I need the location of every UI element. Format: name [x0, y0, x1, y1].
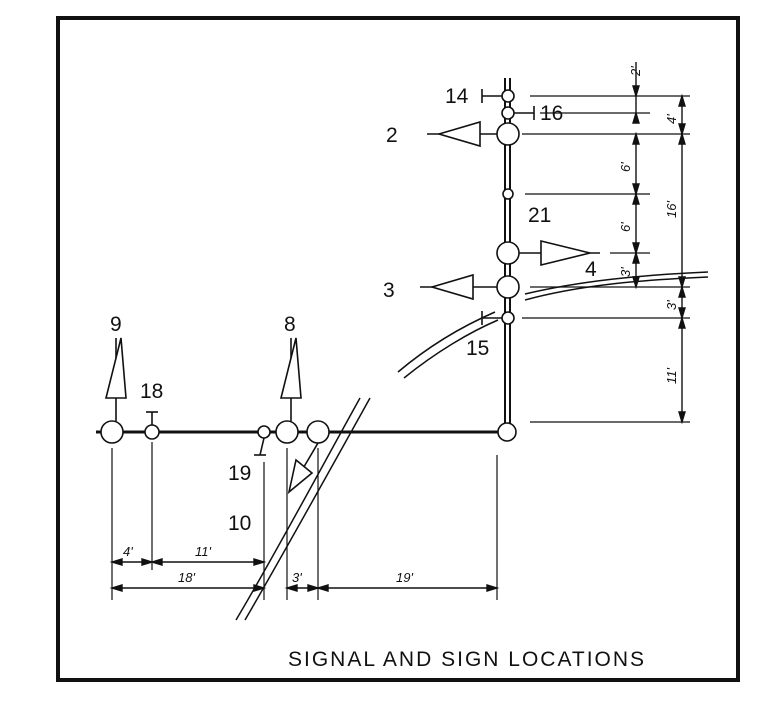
arrow-8-icon	[279, 337, 302, 421]
signal-head-8	[275, 420, 299, 444]
sign-tick-19	[254, 437, 266, 456]
label-18: 18	[140, 380, 163, 403]
label-19: 19	[228, 462, 251, 485]
dim-19ft-horizontal: 19'	[396, 570, 413, 585]
label-21: 21	[528, 204, 551, 227]
sign-tick-18	[146, 411, 158, 425]
dim-6ft-upper: 6'	[618, 162, 633, 172]
dim-18ft-horizontal: 18'	[178, 570, 195, 585]
sign-tick-16	[514, 106, 535, 120]
sign-tick-14	[481, 89, 502, 103]
dim-4ft-vertical: 4'	[664, 114, 679, 124]
signal-head-14	[501, 89, 515, 103]
corner-pole	[497, 422, 517, 442]
label-15: 15	[466, 337, 489, 360]
signal-head-21	[502, 188, 514, 200]
horizontal-dimension-lines	[109, 558, 500, 592]
label-14: 14	[445, 85, 469, 108]
dim-2ft: 2'	[628, 66, 643, 77]
arrow-10-icon	[287, 442, 319, 495]
dim-11ft-vertical: 11'	[664, 368, 679, 384]
dim-6ft-lower: 6'	[618, 222, 633, 232]
label-2: 2	[386, 124, 398, 147]
road-curves	[235, 271, 709, 621]
label-10: 10	[228, 512, 251, 535]
dim-3ft-lower: 3'	[664, 300, 679, 310]
label-4: 4	[585, 258, 597, 281]
dimension-witness-lines	[111, 95, 690, 600]
dim-11ft-horizontal: 11'	[195, 544, 211, 559]
signal-head-9	[100, 420, 124, 444]
signal-head-4	[496, 241, 520, 265]
arrow-2-icon	[427, 120, 497, 148]
label-8: 8	[284, 313, 296, 336]
drawing-title: SIGNAL AND SIGN LOCATIONS	[288, 648, 646, 671]
dim-3ft-upper: 3'	[618, 267, 633, 277]
drawing-border	[56, 16, 740, 682]
vertical-dimension-lines	[632, 62, 686, 425]
label-16: 16	[540, 102, 563, 125]
dim-16ft: 16'	[664, 201, 679, 218]
arrow-9-icon	[104, 337, 127, 421]
label-9: 9	[110, 313, 122, 336]
dim-4ft-horizontal: 4'	[123, 544, 133, 559]
signal-head-19	[257, 425, 271, 439]
signal-head-16	[501, 106, 515, 120]
dim-3ft-horizontal: 3'	[292, 570, 302, 585]
arrow-3-icon	[420, 273, 497, 301]
signal-head-15	[501, 311, 515, 325]
signal-head-18	[144, 424, 160, 440]
label-3: 3	[383, 279, 395, 302]
arrow-4-icon	[519, 239, 600, 267]
signal-head-2	[496, 122, 520, 146]
signal-head-3	[496, 275, 520, 299]
signal-head-10	[306, 420, 330, 444]
